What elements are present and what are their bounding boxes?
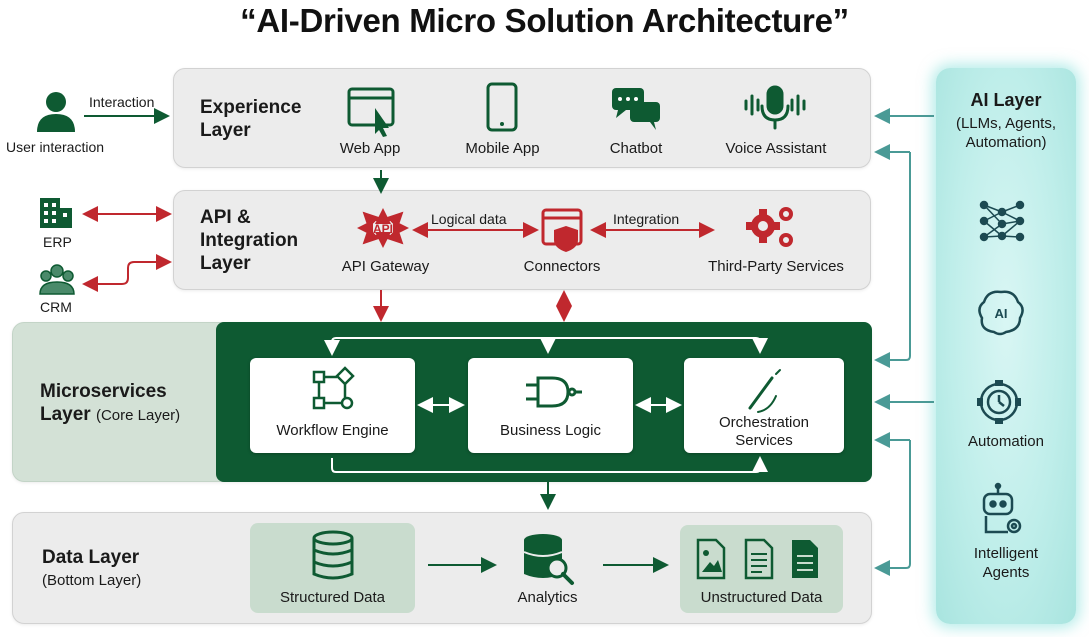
data-layer-subtitle: (Bottom Layer) [42,572,142,589]
user-icon [37,92,75,132]
connector-shield-icon [541,208,583,252]
browser-click-icon [347,87,395,137]
workflow-engine-label: Workflow Engine [276,422,389,439]
page-title: “AI-Driven Micro Solution Architecture” [240,2,849,39]
user-interaction-label: User interaction [6,139,105,155]
web-app-label: Web App [339,140,401,157]
business-logic-label: Business Logic [500,422,601,439]
chat-bubbles-icon [612,88,660,130]
data-layer-title: Data Layer (Bottom Layer) [42,546,202,592]
third-party-services-label: Third-Party Services [708,258,844,275]
gears-icon [746,207,793,247]
orchestration-services-label: Orchestration Services [718,414,810,449]
gear-clock-icon [977,380,1021,424]
microservices-layer-title: Microservices Layer (Core Layer) [40,380,210,427]
chatbot-label: Chatbot [609,140,663,157]
interaction-arrow-label: Interaction [89,94,155,110]
logic-gate-icon [526,376,582,408]
api-gateway-label: API Gateway [341,258,430,275]
ai-layer-subtitle: (LLMs, Agents, Automation) [955,115,1057,151]
connectors-label: Connectors [523,258,601,275]
people-group-icon [39,264,75,295]
ai-layer-title: AI Layer [970,90,1042,110]
intelligent-agents-label: Intelligent Agents [973,545,1039,581]
brain-icon: AI [978,290,1024,336]
database-search-icon [523,534,574,585]
smartphone-icon [486,82,518,132]
experience-layer-title: Experience Layer [200,97,302,141]
mobile-app-label: Mobile App [465,140,540,157]
spreadsheet-file-icon [792,540,818,578]
microservices-title-text: Microservices Layer [40,381,167,425]
experience-layer-panel [173,68,871,168]
automation-label: Automation [968,433,1044,450]
building-icon [40,198,72,228]
microphone-icon [744,85,806,130]
structured-data-box[interactable]: Structured Data [250,523,415,613]
brain-ai-text: AI [995,306,1008,321]
data-layer-title-text: Data Layer [42,547,140,568]
unstructured-data-label: Unstructured Data [700,589,823,606]
analytics-label: Analytics [517,589,578,606]
text-file-icon [744,538,774,580]
orchestration-services-card[interactable]: Orchestration Services [684,358,844,453]
api-layer-title: API & Integration Layer [200,207,299,274]
erp-label: ERP [43,234,72,250]
database-icon [312,530,354,580]
robot-icon [982,482,1022,534]
voice-assistant-label: Voice Assistant [725,140,827,157]
api-gateway-icon: API [357,208,409,248]
flowchart-icon [312,366,355,410]
neural-network-icon [979,200,1025,242]
crm-label: CRM [40,299,72,315]
image-file-icon [696,538,726,580]
api-layer-panel [173,190,871,290]
structured-data-label: Structured Data [279,589,386,606]
microservices-subtitle: (Core Layer) [95,407,181,424]
wand-icon [748,369,781,413]
workflow-engine-card[interactable]: Workflow Engine [250,358,415,453]
api-icon-text: API [373,222,393,236]
